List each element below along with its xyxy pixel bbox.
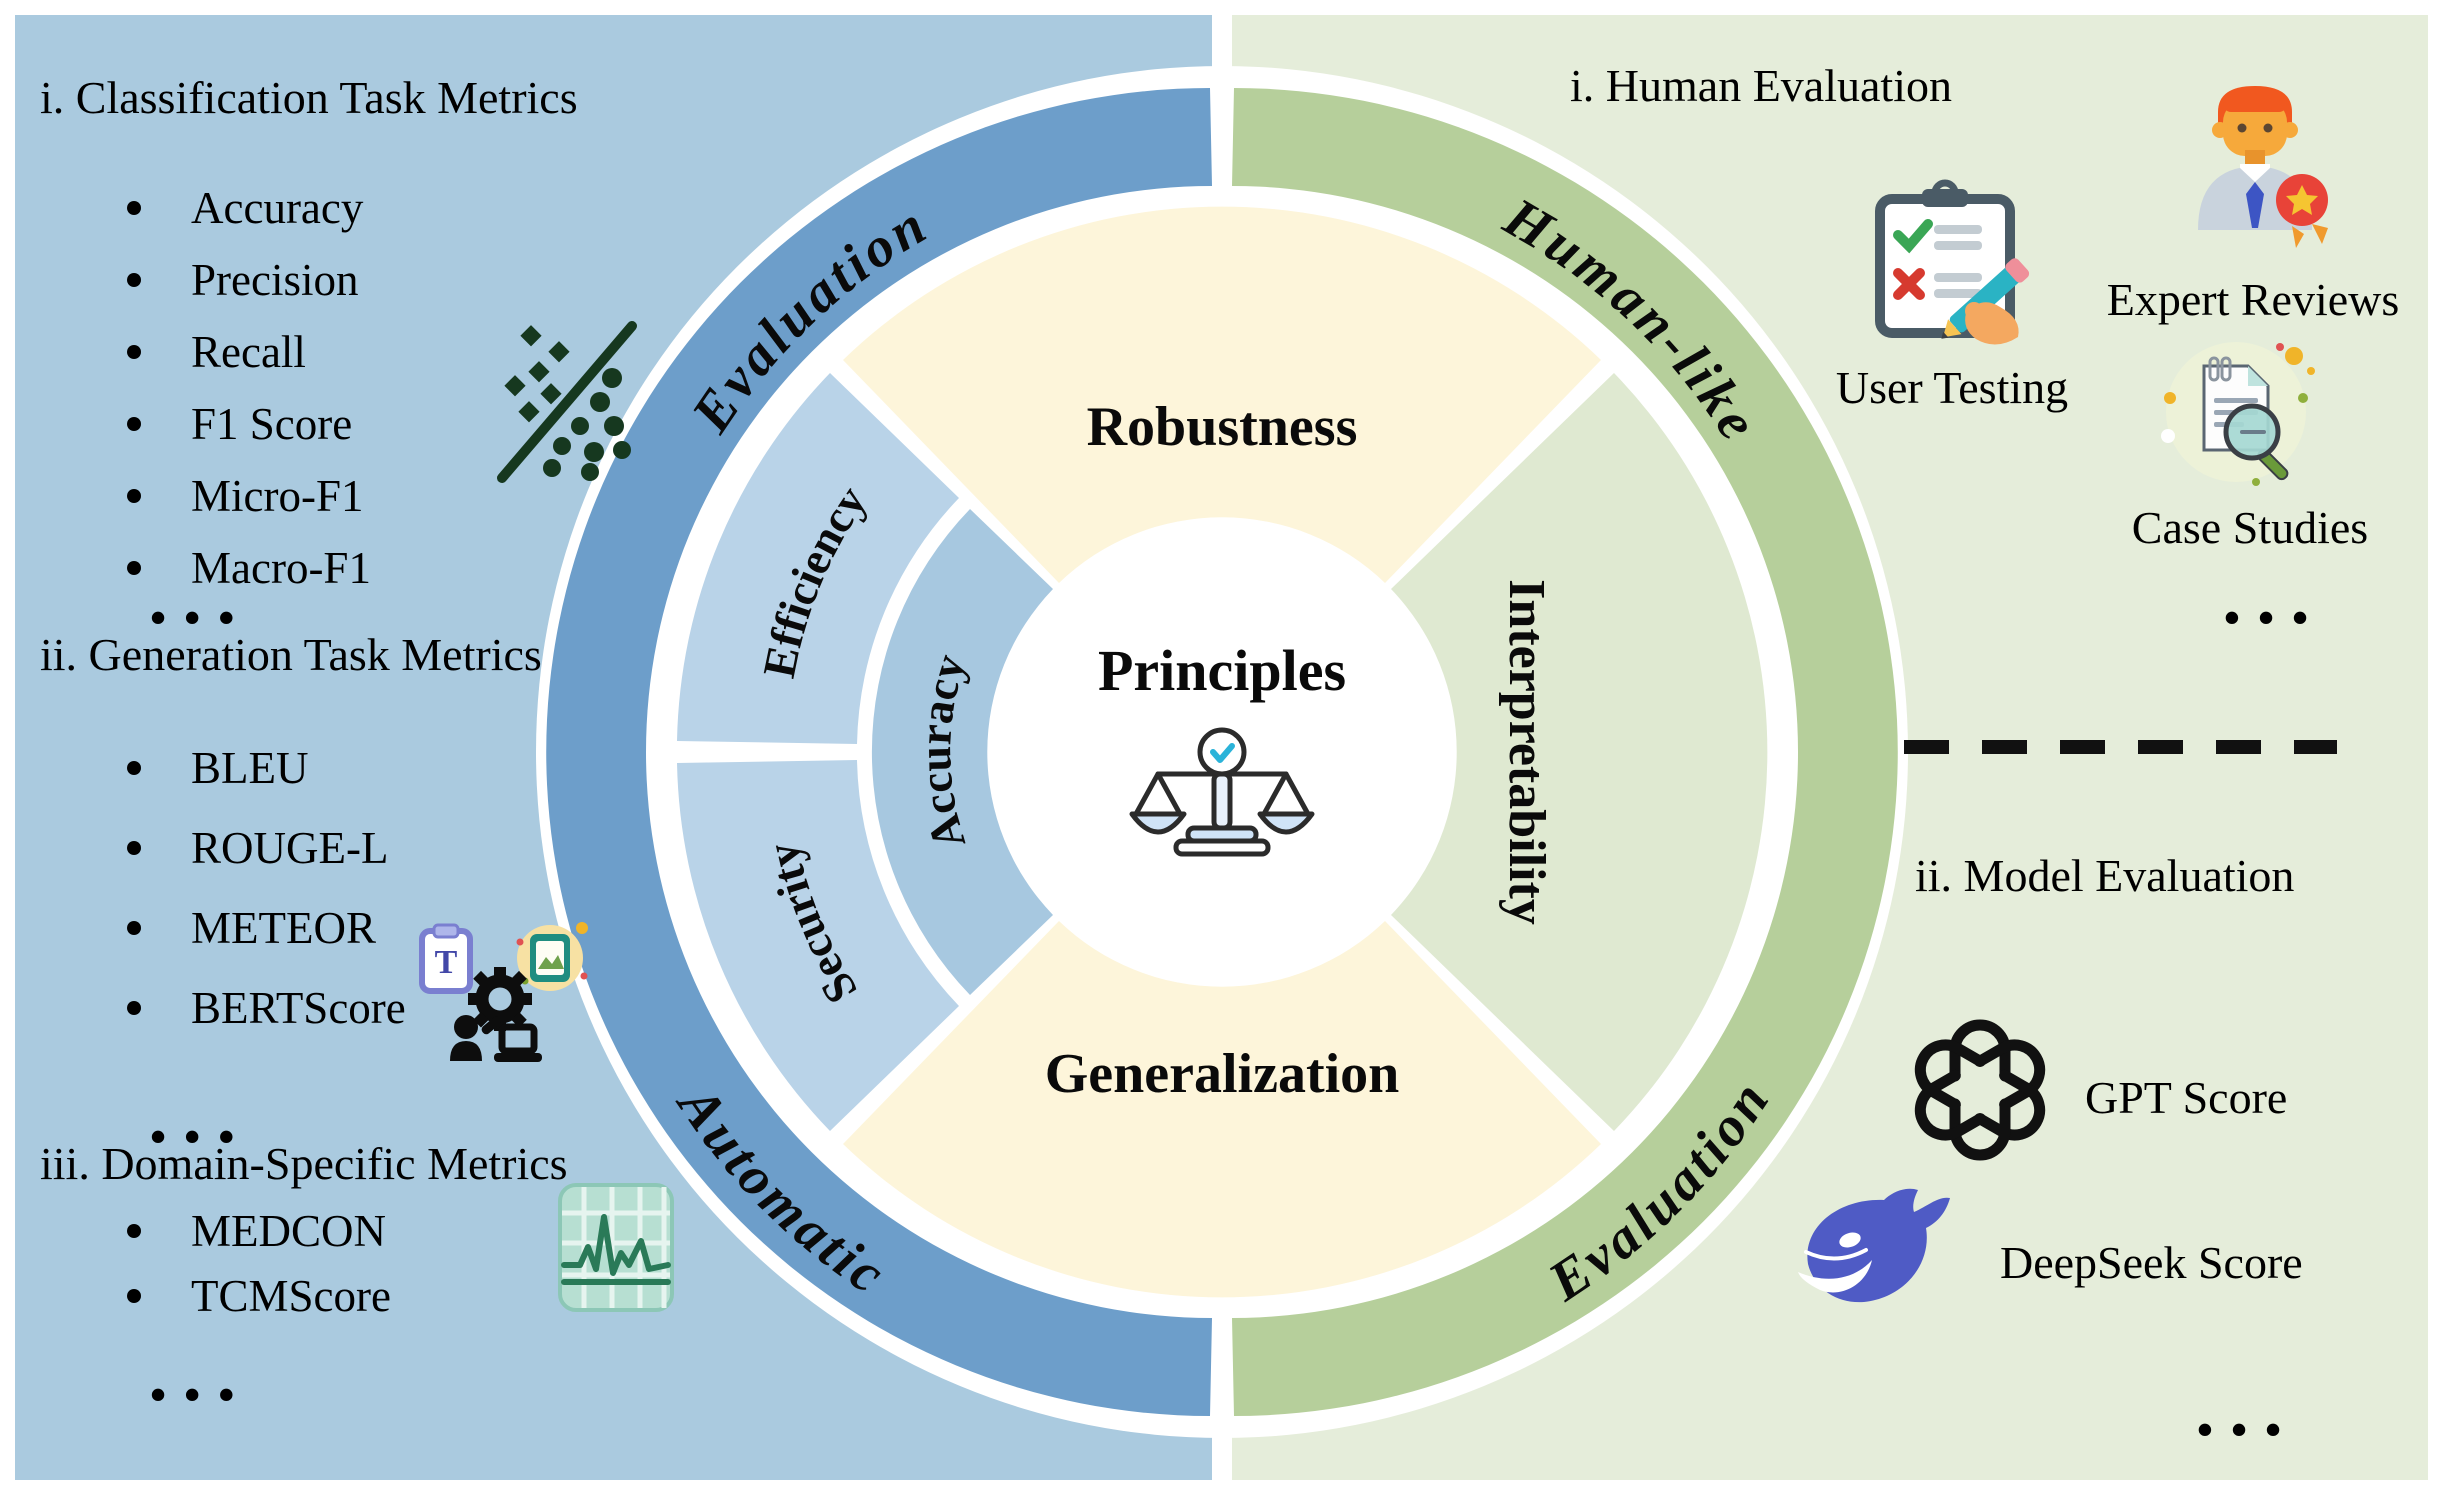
entry-label: Case Studies [2131,502,2369,553]
list-item: BLEU [127,728,406,808]
scatter-plot-icon [497,321,637,483]
sector-efficiency [677,373,959,744]
sector-interpretability [1391,373,1768,1131]
ellipsis-dots: ••• [2196,1404,2300,1455]
list-item: F1 Score [127,388,371,460]
text-clipboard-icon: T [419,923,473,994]
outer-ring-automatic-evaluation [546,88,1212,1416]
openai-logo-icon [1914,1019,2046,1161]
ecg-monitor-icon [558,1183,674,1312]
section-title: i. Classification Task Metrics [40,72,578,123]
sector-accuracy [871,509,1053,995]
label-principles: Principles [1098,638,1346,703]
case-studies-icon [2161,342,2315,486]
clipboard-letter: T [435,944,458,981]
label-interpretability: Interpretability [1498,579,1555,925]
sector-robustness [843,206,1601,584]
classification-metric-list: Accuracy Precision Recall F1 Score Micro… [127,172,371,604]
generation-metric-list: BLEU ROUGE-L METEOR BERTScore [127,728,406,1048]
automation-gear-person-icon [450,967,542,1062]
user-testing-icon [1875,179,2030,345]
ellipsis-dots: ••• [150,592,253,643]
section-title: i. Human Evaluation [1570,60,1952,111]
section-title: ii. Model Evaluation [1915,850,2295,901]
entry-label: GPT Score [2085,1072,2288,1123]
ellipsis-dots: ••• [150,1369,253,1420]
outer-ring-human-like-evaluation [1232,88,1898,1416]
sector-security [677,760,959,1131]
deepseek-whale-icon [1798,1188,1950,1303]
entry-label: DeepSeek Score [2000,1237,2303,1288]
list-item: Micro-F1 [127,460,371,532]
section-title: ii. Generation Task Metrics [40,629,542,680]
expert-person-icon [2198,86,2328,248]
section-title: iii. Domain-Specific Metrics [40,1138,568,1189]
list-item: Macro-F1 [127,532,371,604]
ellipsis-dots: ••• [150,1111,253,1162]
list-item: Accuracy [127,172,371,244]
list-item: MEDCON [127,1198,391,1263]
entry-label: User Testing [1835,362,2069,413]
balance-scale-icon [1129,727,1315,857]
entry-label: Expert Reviews [2106,274,2400,325]
domain-metric-list: MEDCON TCMScore [127,1198,391,1328]
list-item: TCMScore [127,1263,391,1328]
sector-generalization [843,921,1601,1298]
image-badge-icon [516,922,588,991]
ellipsis-dots: ••• [2223,592,2327,643]
label-robustness: Robustness [1087,396,1358,458]
list-item: Precision [127,244,371,316]
label-generalization: Generalization [1045,1043,1400,1105]
list-item: Recall [127,316,371,388]
list-item: METEOR [127,888,406,968]
list-item: BERTScore [127,968,406,1048]
list-item: ROUGE-L [127,808,406,888]
